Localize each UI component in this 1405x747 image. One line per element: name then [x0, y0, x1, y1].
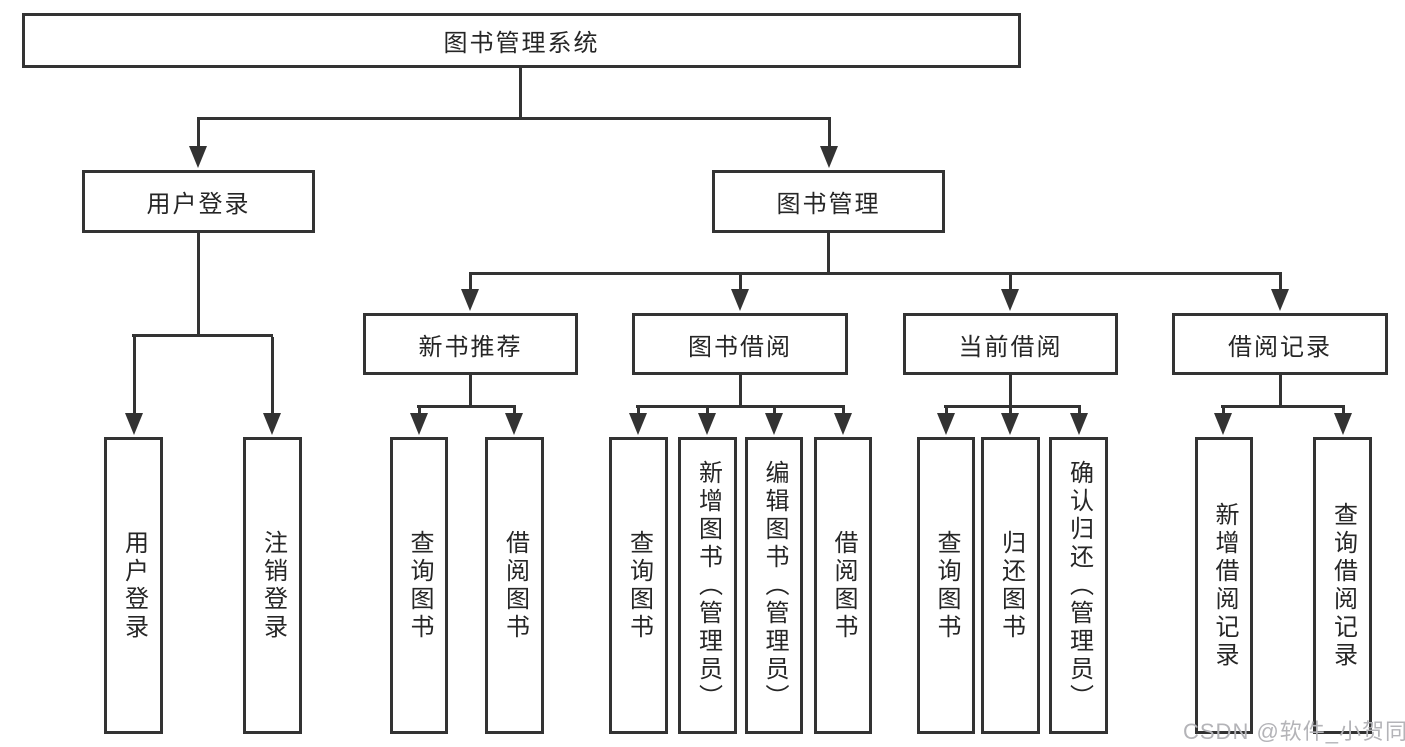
- leaf-add-book-admin: 新增图书（管理员）: [678, 437, 737, 734]
- arrowhead: [698, 413, 716, 435]
- connector-root-trunk: [519, 68, 522, 118]
- node-borrow-records: 借阅记录: [1172, 313, 1388, 375]
- connector-drop: [133, 337, 136, 415]
- node-current-borrow: 当前借阅: [903, 313, 1118, 375]
- connector-drop: [773, 408, 776, 416]
- arrowhead: [834, 413, 852, 435]
- leaf-logout: 注销登录: [243, 437, 302, 734]
- leaf-edit-book-admin: 编辑图书（管理员）: [745, 437, 803, 734]
- arrowhead: [1214, 413, 1232, 435]
- arrowhead: [1001, 289, 1019, 311]
- connector-drop: [828, 120, 831, 147]
- node-new-book-recommend: 新书推荐: [363, 313, 578, 375]
- arrowhead: [1334, 413, 1352, 435]
- connector-drop: [1078, 408, 1081, 416]
- arrowhead: [820, 146, 838, 168]
- connector-drop: [513, 408, 516, 416]
- arrowhead: [505, 413, 523, 435]
- connector-book-management-bar: [469, 272, 1282, 275]
- node-book-management: 图书管理: [712, 170, 945, 233]
- arrowhead: [125, 413, 143, 435]
- connector-new-book-recommend-trunk: [469, 375, 472, 407]
- leaf-query-borrow-record: 查询借阅记录: [1313, 437, 1372, 734]
- connector-new-book-recommend-bar: [417, 405, 516, 408]
- leaf-return-book: 归还图书: [981, 437, 1040, 734]
- csdn-watermark: CSDN @软件_小贺同学: [1183, 719, 1405, 744]
- arrowhead: [1001, 413, 1019, 435]
- connector-book-borrow-trunk: [739, 375, 742, 407]
- connector-current-borrow-bar: [944, 405, 1081, 408]
- arrowhead: [263, 413, 281, 435]
- connector-user-login-trunk: [197, 233, 200, 336]
- leaf-query-book-borrow: 查询图书: [609, 437, 668, 734]
- connector-borrow-records-bar: [1221, 405, 1345, 408]
- leaf-query-book-recommend: 查询图书: [390, 437, 448, 734]
- connector-drop: [271, 337, 274, 415]
- connector-drop: [637, 408, 640, 416]
- leaf-add-borrow-record: 新增借阅记录: [1195, 437, 1253, 734]
- connector-borrow-records-trunk: [1279, 375, 1282, 407]
- connector-drop: [418, 408, 421, 416]
- connector-book-borrow-bar: [636, 405, 845, 408]
- arrowhead: [731, 289, 749, 311]
- arrowhead: [1271, 289, 1289, 311]
- arrowhead: [765, 413, 783, 435]
- connector-drop: [1222, 408, 1225, 416]
- connector-drop: [945, 408, 948, 416]
- arrowhead: [461, 289, 479, 311]
- connector-drop: [1009, 408, 1012, 416]
- connector-drop: [197, 120, 200, 147]
- node-user-login: 用户登录: [82, 170, 315, 233]
- arrowhead: [629, 413, 647, 435]
- arrowhead: [937, 413, 955, 435]
- connector-drop: [706, 408, 709, 416]
- arrowhead: [410, 413, 428, 435]
- connector-drop: [739, 275, 742, 291]
- connector-user-login-bar: [132, 334, 273, 337]
- connector-drop: [1342, 408, 1345, 416]
- connector-current-borrow-trunk: [1009, 375, 1012, 407]
- leaf-confirm-return-admin: 确认归还（管理员）: [1049, 437, 1108, 734]
- leaf-query-book-current: 查询图书: [917, 437, 975, 734]
- arrowhead: [189, 146, 207, 168]
- node-root: 图书管理系统: [22, 13, 1021, 68]
- node-book-borrow: 图书借阅: [632, 313, 848, 375]
- connector-book-management-trunk: [827, 233, 830, 274]
- arrowhead: [1070, 413, 1088, 435]
- connector-drop: [469, 275, 472, 291]
- connector-drop: [842, 408, 845, 416]
- connector-drop: [1009, 275, 1012, 291]
- leaf-borrow-book: 借阅图书: [814, 437, 872, 734]
- leaf-borrow-book-recommend: 借阅图书: [485, 437, 544, 734]
- leaf-user-login: 用户登录: [104, 437, 163, 734]
- connector-drop: [1279, 275, 1282, 291]
- connector-root-bar: [197, 117, 831, 120]
